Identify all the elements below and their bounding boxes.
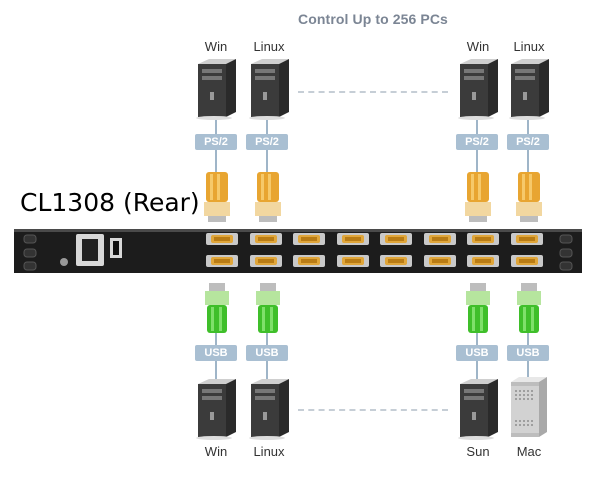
top-pc-label: Win	[466, 39, 490, 54]
kvm-port-icon	[423, 255, 456, 267]
kvm-port-icon	[293, 255, 325, 267]
kvm-port-icon	[423, 233, 456, 245]
ps2-connector-icon	[204, 172, 230, 222]
kvm-port-icon	[206, 255, 238, 267]
kvm-port-icon	[336, 255, 369, 267]
usb-badge: USB	[246, 345, 288, 361]
usb-badge: USB	[195, 345, 237, 361]
kvm-port-icon	[293, 233, 325, 245]
device-label: CL1308 (Rear)	[20, 188, 200, 217]
bottom-pc-label: Win	[204, 444, 228, 459]
kvm-port-icon	[467, 233, 499, 245]
diagram-title: Control Up to 256 PCs	[298, 11, 448, 27]
kvm-port-icon	[249, 233, 282, 245]
ps2-badge: PS/2	[456, 134, 498, 150]
kvm-port-icon	[510, 233, 543, 245]
tower-pc-icon	[196, 59, 236, 120]
kvm-port-icon	[336, 233, 369, 245]
top-continuation-line	[298, 91, 448, 93]
kvm-port-icon	[249, 255, 282, 267]
usb-connector-icon	[517, 283, 541, 333]
usb-connector-icon	[466, 283, 490, 333]
tower-pc-icon	[458, 59, 498, 120]
ps2-badge: PS/2	[195, 134, 237, 150]
top-pc-label: Linux	[513, 39, 545, 54]
usb-connector-icon	[205, 283, 229, 333]
kvm-port-icon	[380, 233, 412, 245]
ps2-badge: PS/2	[246, 134, 288, 150]
usb-connector-icon	[256, 283, 280, 333]
kvm-port-icon	[510, 255, 543, 267]
bottom-pc-label: Linux	[253, 444, 285, 459]
kvm-port-icon	[206, 233, 238, 245]
tower-pc-icon	[196, 379, 236, 440]
kvm-port-icon	[467, 255, 499, 267]
usb-badge: USB	[507, 345, 549, 361]
top-pc-label: Win	[204, 39, 228, 54]
tower-pc-icon	[458, 379, 498, 440]
bottom-pc-label: Sun	[466, 444, 490, 459]
ps2-connector-icon	[465, 172, 491, 222]
ps2-badge: PS/2	[507, 134, 549, 150]
usb-badge: USB	[456, 345, 498, 361]
tower-pc-icon	[249, 379, 289, 440]
ps2-connector-icon	[516, 172, 542, 222]
kvm-port-icon	[380, 255, 412, 267]
bottom-continuation-line	[298, 409, 448, 411]
tower-pc-icon	[509, 59, 549, 120]
ps2-connector-icon	[255, 172, 281, 222]
top-pc-label: Linux	[253, 39, 285, 54]
bottom-pc-label: Mac	[516, 444, 542, 459]
tower-pc-icon	[249, 59, 289, 120]
mac-pro-icon	[511, 377, 547, 437]
